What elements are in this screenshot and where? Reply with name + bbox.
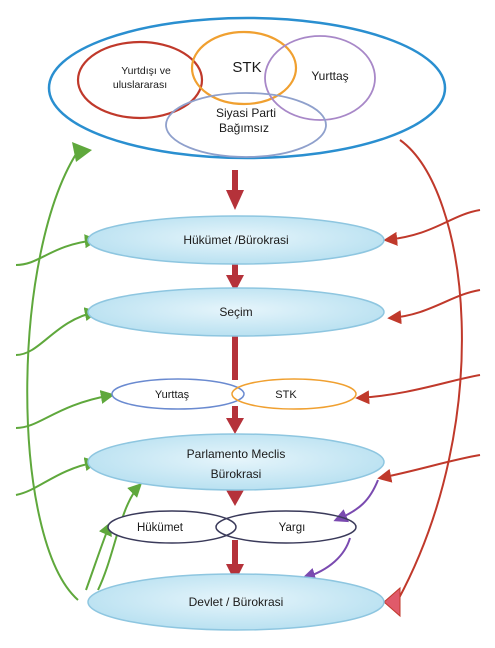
abroad-label-line2: uluslararası bbox=[113, 79, 167, 91]
citizen-ellipse bbox=[111, 378, 245, 410]
parliament-label-line2: Bürokrasi bbox=[211, 467, 262, 481]
party-label-line1: Siyasi Parti bbox=[216, 106, 276, 120]
arrow-down-icon bbox=[226, 275, 244, 292]
stk-label: STK bbox=[232, 59, 261, 76]
election-level: Seçim bbox=[87, 287, 385, 337]
parliament-label-line1: Parlamento Meclis bbox=[187, 447, 286, 461]
feedback-loop-line bbox=[397, 139, 463, 601]
judiciary-label: Yargı bbox=[279, 522, 306, 534]
citizen-stk-level: Yurttaş STK bbox=[111, 378, 357, 410]
party-label-line2: Bağımsız bbox=[219, 121, 269, 135]
state-label: Devlet / Bürokrasi bbox=[189, 595, 284, 609]
citizen-level-label: Yurttaş bbox=[155, 389, 190, 401]
abroad-circle bbox=[76, 40, 204, 120]
arrow-down-icon bbox=[226, 490, 244, 506]
gov-small-ellipse bbox=[107, 510, 237, 544]
abroad-label-line1: Yurtdışı ve bbox=[121, 65, 171, 77]
arrow-down-icon bbox=[226, 564, 244, 582]
citizen-circle bbox=[264, 35, 376, 121]
government-level: Hükümet /Bürokrasi bbox=[87, 215, 385, 265]
arrow-down-icon bbox=[226, 190, 244, 210]
government-judiciary-level: Hükümet Yargı bbox=[107, 510, 357, 544]
stk-ellipse bbox=[231, 378, 357, 410]
purple-arrows bbox=[301, 479, 379, 582]
outer-actors-ellipse bbox=[47, 16, 447, 160]
party-circle bbox=[165, 92, 327, 158]
election-label: Seçim bbox=[219, 305, 252, 319]
right-feedback-arrows bbox=[355, 139, 481, 601]
state-level: Devlet / Bürokrasi bbox=[87, 573, 385, 631]
stk-level-label: STK bbox=[275, 389, 297, 401]
stk-circle bbox=[190, 30, 298, 106]
arrow-up-icon bbox=[72, 142, 92, 162]
gov-small-label: Hükümet bbox=[137, 522, 184, 534]
parliament-level: Parlamento Meclis Bürokrasi bbox=[87, 433, 385, 491]
government-label: Hükümet /Bürokrasi bbox=[183, 233, 288, 247]
citizen-label: Yurttaş bbox=[311, 69, 348, 83]
feedback-loop-line bbox=[26, 147, 81, 601]
arrow-down-icon bbox=[226, 418, 244, 434]
arrow-left-icon bbox=[383, 586, 401, 618]
top-actors-group: Yurtdışı ve uluslararası STK Yurttaş Siy… bbox=[47, 16, 447, 160]
judiciary-ellipse bbox=[215, 510, 357, 544]
